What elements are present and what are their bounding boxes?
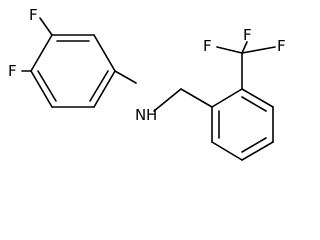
bond-cf3-f3 bbox=[241, 46, 276, 54]
ring1-bond-5-inner bbox=[37, 70, 57, 102]
ring2-bond-4-inner bbox=[241, 137, 267, 153]
ring1-bond-6 bbox=[30, 34, 53, 72]
bond-cf3-f2 bbox=[216, 46, 243, 54]
bond-ring1-n bbox=[114, 70, 137, 84]
hydrogen-label: H bbox=[146, 106, 157, 124]
ring2-bond-1 bbox=[211, 88, 243, 108]
difluorophenyl-ring bbox=[30, 34, 116, 108]
ring1-bond-5 bbox=[30, 70, 53, 108]
fluorine-top-label: F bbox=[29, 6, 38, 24]
ring1-bond-2 bbox=[93, 34, 116, 72]
ring1-bond-3 bbox=[93, 70, 116, 108]
cf3-fluorine-top-label: F bbox=[243, 26, 252, 44]
ring2-bond-4 bbox=[241, 141, 274, 161]
ring2-bond-2 bbox=[241, 88, 274, 108]
trifluoromethylphenyl-ring bbox=[211, 88, 274, 161]
bond-c4-f bbox=[39, 17, 53, 36]
nitrogen-label: N bbox=[135, 106, 146, 124]
bond-cf3-f1 bbox=[241, 41, 248, 54]
cf3-fluorine-left-label: F bbox=[203, 37, 212, 55]
cf3-fluorine-right-label: F bbox=[277, 37, 286, 55]
structure-diagram: F F N H F F F bbox=[8, 6, 286, 161]
bond-n-ch2 bbox=[153, 88, 182, 112]
ring1-bond-3-inner bbox=[89, 70, 109, 102]
ring2-bond-2-inner bbox=[241, 96, 267, 112]
bond-ch2-ring2 bbox=[180, 88, 213, 108]
fluorine-left-label: F bbox=[8, 62, 17, 80]
ring2-bond-5 bbox=[211, 141, 243, 161]
